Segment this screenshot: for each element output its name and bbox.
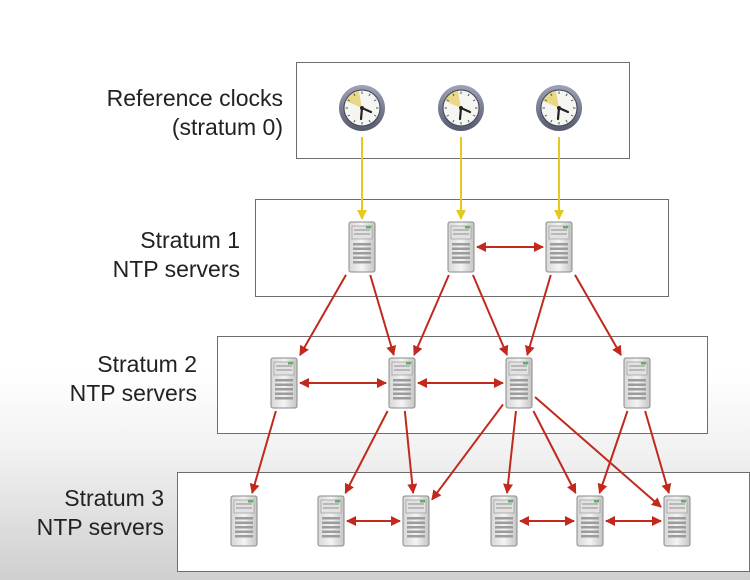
sync-arrow-s2a-s3a xyxy=(249,410,277,494)
server-icon xyxy=(402,495,430,547)
server-icon xyxy=(663,495,691,547)
sync-arrow-s1b-s2c xyxy=(472,274,509,356)
stratum-0-label-line1: Reference clocks xyxy=(106,85,283,111)
server-icon xyxy=(388,357,416,409)
stratum-2-label-line1: Stratum 2 xyxy=(97,351,197,377)
stratum-1-label-line2: NTP servers xyxy=(112,256,240,282)
clock-icon xyxy=(536,85,582,131)
stratum-2-label: Stratum 2 NTP servers xyxy=(70,350,197,408)
stratum-1-label: Stratum 1 NTP servers xyxy=(113,226,240,284)
server-icon xyxy=(505,357,533,409)
server-icon xyxy=(545,221,573,273)
stratum-0-label-line2: (stratum 0) xyxy=(171,114,283,140)
sync-arrow-s2c-s3f xyxy=(534,396,662,508)
server-icon xyxy=(623,357,651,409)
stratum-2-label-line2: NTP servers xyxy=(69,380,197,406)
server-icon xyxy=(230,495,258,547)
stratum-3-label-line2: NTP servers xyxy=(36,514,164,540)
sync-arrow-s2d-s3e xyxy=(597,410,629,494)
sync-arrow-s2b-s3c xyxy=(403,410,418,494)
server-icon xyxy=(348,221,376,273)
sync-arrow-s1c-s2c xyxy=(524,274,552,356)
server-icon xyxy=(447,221,475,273)
stratum-0-label: Reference clocks (stratum 0) xyxy=(107,84,283,142)
server-icon xyxy=(317,495,345,547)
clock-icon xyxy=(339,85,385,131)
sync-arrow-s1a-s2a xyxy=(299,274,347,356)
sync-arrow-s2d-s3f xyxy=(644,410,672,494)
sync-arrow-s2b-s3b xyxy=(344,410,389,494)
sync-arrow-s2c-s3d xyxy=(503,410,517,494)
sync-arrow-s1c-s2d xyxy=(574,274,622,356)
sync-arrow-s1a-s2b xyxy=(369,274,397,356)
stratum-3-label-line1: Stratum 3 xyxy=(64,485,164,511)
diagram-nodes xyxy=(230,85,691,547)
server-icon xyxy=(270,357,298,409)
connection-arrows xyxy=(249,137,672,526)
server-icon xyxy=(490,495,518,547)
sync-arrow-s1b-s2b xyxy=(413,274,450,356)
sync-arrow-s2c-s3e xyxy=(532,410,577,494)
stratum-1-label-line1: Stratum 1 xyxy=(140,227,240,253)
server-icon xyxy=(576,495,604,547)
sync-arrow-s2c-s3c xyxy=(431,403,504,501)
stratum-3-label: Stratum 3 NTP servers xyxy=(37,484,164,542)
clock-icon xyxy=(438,85,484,131)
